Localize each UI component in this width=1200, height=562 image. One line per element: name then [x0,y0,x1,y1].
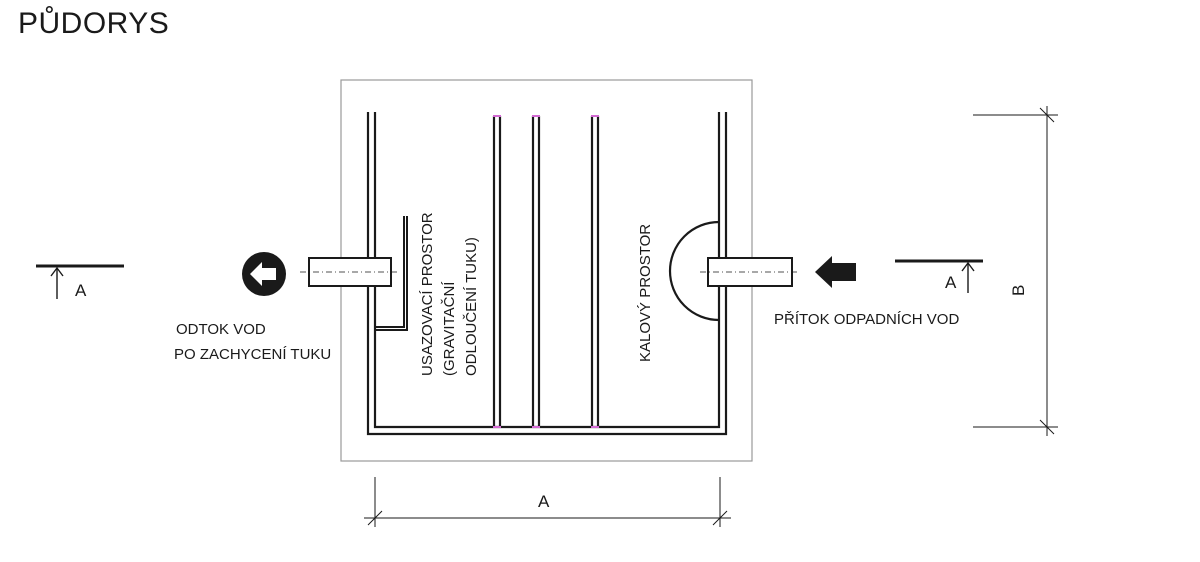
inlet-flow-arrow-icon [815,256,856,288]
partition-walls [492,116,600,427]
outlet-label-line1: ODTOK VOD [176,321,266,338]
drawing-title: PŮDORYS [18,6,169,40]
outlet-flow-arrow-icon [242,252,286,296]
tank-outer-outline [340,79,753,462]
dimension-width-label: A [538,492,550,511]
sludge-space-label: KALOVÝ PROSTOR [637,224,654,362]
dimension-height [973,106,1058,436]
settling-space-label-line3: ODLOUČENÍ TUKU) [463,237,480,376]
section-mark-left: A [36,264,124,300]
settling-space-label-line2: (GRAVITAČNÍ [441,281,458,376]
inlet-deflector [668,220,720,322]
section-mark-right-letter: A [945,273,957,292]
outlet-label-line2: PO ZACHYCENÍ TUKU [174,346,331,363]
settling-space-label-line1: USAZOVACÍ PROSTOR [419,212,436,376]
section-mark-right: A [895,259,983,293]
section-mark-left-letter: A [75,281,87,300]
dimension-width [364,477,731,527]
outlet-baffle [375,216,408,331]
partition-tips [493,115,599,428]
dimension-height-label: B [1009,285,1028,296]
inlet-label: PŘÍTOK ODPADNÍCH VOD [774,311,959,328]
